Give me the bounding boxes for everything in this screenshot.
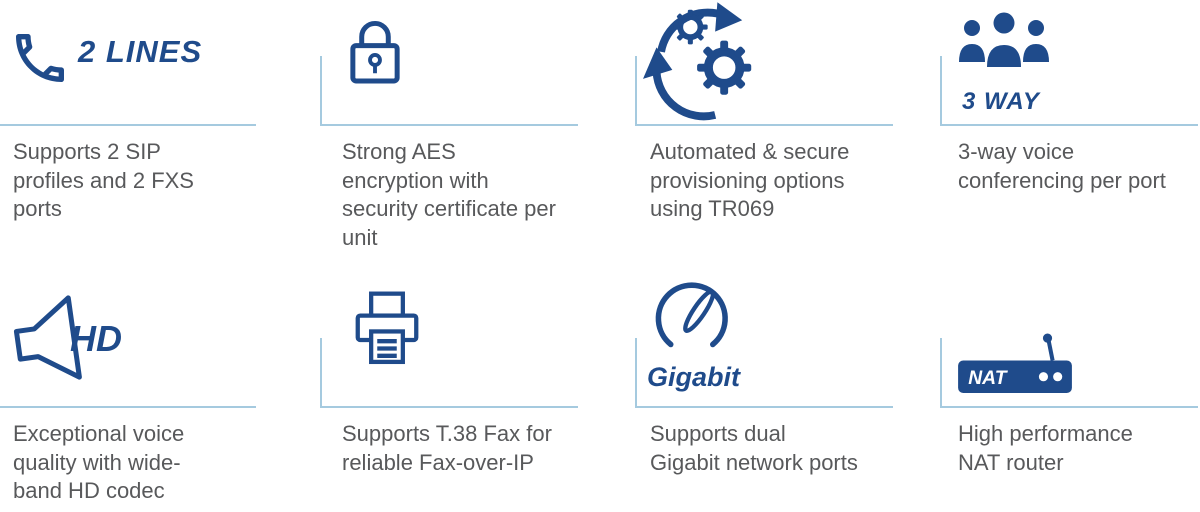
feature-description: High performance NAT router [958,421,1133,475]
feature-description: Supports T.38 Fax for reliable Fax-over-… [342,421,552,475]
gauge-icon [655,282,728,348]
feature-nat-router-icon-area: NAT [940,262,1198,408]
feature-gigabit: Gigabit Supports dual Gigabit network po… [635,262,940,512]
feature-description: Exceptional voice quality with wide-band… [13,421,185,504]
feature-hd-voice: HD Exceptional voice quality with wide-b… [0,262,320,512]
speaker-hd-icon [13,295,82,380]
feature-2-lines-icon-area: 2 LINES [0,0,256,126]
fax-printer-icon [355,291,419,365]
feature-description: Supports dual Gigabit network ports [650,421,858,475]
two-lines-label: 2 LINES [78,34,203,69]
nat-label: NAT [968,368,1008,389]
feature-provisioning-icon-area [635,0,893,126]
feature-encryption-icon-area [320,0,578,126]
feature-fax-icon-area [320,262,578,408]
feature-nat-router: NAT High performance NAT router [940,262,1200,512]
feature-2-lines: 2 LINES Supports 2 SIP profiles and 2 FX… [0,0,320,262]
feature-3-way: 3 WAY 3-way voice conferencing per port [940,0,1200,262]
lock-icon [350,20,400,84]
feature-description: Automated & secure provisioning options … [650,139,850,222]
feature-description: Strong AES encryption with security cert… [342,139,556,250]
people-group-icon [959,12,1049,67]
feature-description: 3-way voice conferencing per port [958,139,1166,193]
feature-provisioning: Automated & secure provisioning options … [635,0,940,262]
feature-fax: Supports T.38 Fax for reliable Fax-over-… [320,262,635,512]
feature-encryption: Strong AES encryption with security cert… [320,0,635,262]
feature-hd-voice-icon-area: HD [0,262,256,408]
three-way-label: 3 WAY [962,88,1040,115]
gigabit-label: Gigabit [647,362,740,392]
phone-icon [16,34,64,82]
hd-label: HD [70,318,122,359]
feature-gigabit-icon-area: Gigabit [635,262,893,408]
router-icon: NAT [958,333,1072,393]
gears-sync-icon [643,2,767,121]
feature-3-way-icon-area: 3 WAY [940,0,1198,126]
feature-description: Supports 2 SIP profiles and 2 FXS ports [13,139,194,222]
